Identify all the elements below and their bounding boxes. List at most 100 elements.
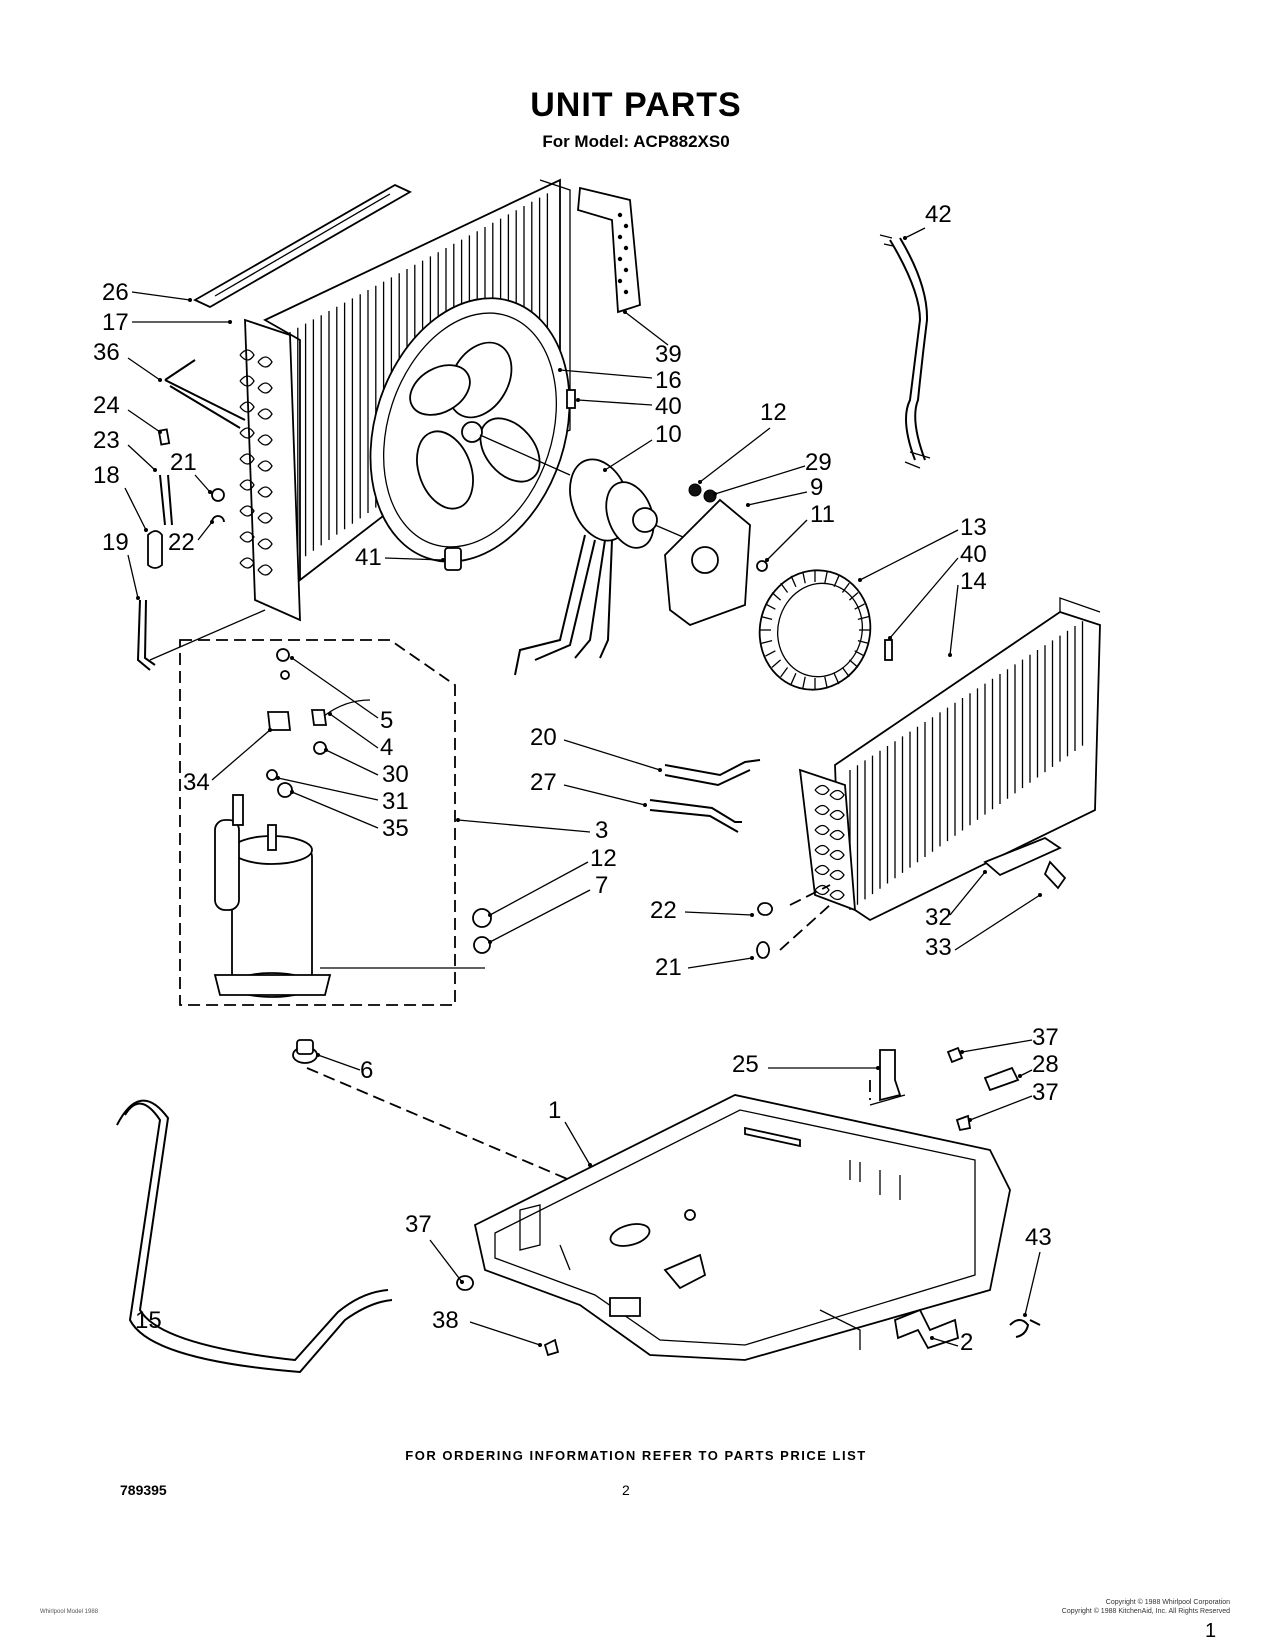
callout-30-label: 30 bbox=[382, 761, 409, 788]
callout-34-label: 34 bbox=[183, 769, 210, 796]
callout-43-arrowhead bbox=[1023, 1313, 1027, 1317]
callout-22-arrowhead bbox=[210, 520, 214, 524]
callout-17-label: 17 bbox=[102, 309, 129, 336]
callout-24-label: 24 bbox=[93, 392, 120, 419]
callout-13-leader bbox=[859, 529, 959, 581]
ordering-note: FOR ORDERING INFORMATION REFER TO PARTS … bbox=[405, 1448, 867, 1463]
compressor-assembly-drawing bbox=[179, 639, 492, 1006]
drain-tube-drawing bbox=[116, 1099, 393, 1374]
callout-37-arrowhead bbox=[460, 1280, 464, 1284]
copyright-line-2: Copyright © 1988 KitchenAid, Inc. All Ri… bbox=[1061, 1608, 1230, 1615]
callout-38-leader bbox=[469, 1321, 541, 1346]
callout-33-leader bbox=[954, 894, 1041, 951]
callout-21-arrowhead bbox=[750, 956, 754, 960]
callout-37-arrowhead bbox=[960, 1050, 964, 1054]
callout-31-label: 31 bbox=[382, 788, 409, 815]
callout-19-label: 19 bbox=[102, 529, 129, 556]
callout-22-label: 22 bbox=[650, 897, 677, 924]
callout-19-arrowhead bbox=[136, 596, 140, 600]
callout-1-leader bbox=[564, 1121, 591, 1166]
upper-right-small-parts bbox=[456, 1046, 1020, 1357]
callout-24-leader bbox=[127, 409, 161, 433]
clamps-right bbox=[756, 884, 831, 959]
callout-18-leader bbox=[124, 487, 147, 531]
callout-1-arrowhead bbox=[588, 1163, 592, 1167]
callout-30-leader bbox=[325, 749, 379, 776]
callout-7-label: 7 bbox=[595, 872, 608, 899]
callout-5-leader bbox=[291, 657, 379, 719]
callout-3-arrowhead bbox=[456, 818, 460, 822]
callout-11-label: 11 bbox=[810, 501, 835, 528]
callout-5-arrowhead bbox=[290, 656, 294, 660]
callout-6-leader bbox=[317, 1054, 361, 1071]
callout-29-label: 29 bbox=[805, 449, 832, 476]
callout-16-label: 16 bbox=[655, 367, 682, 394]
callout-4-arrowhead bbox=[328, 712, 332, 716]
callout-7-leader bbox=[489, 889, 591, 943]
callout-12-leader bbox=[699, 427, 771, 483]
callout-37-leader bbox=[961, 1039, 1033, 1053]
callout-27-arrowhead bbox=[643, 803, 647, 807]
callout-29-leader bbox=[714, 465, 806, 495]
callout-40-label: 40 bbox=[960, 541, 987, 568]
callout-39-label: 39 bbox=[655, 341, 682, 368]
callout-13-arrowhead bbox=[858, 578, 862, 582]
model-subtitle: For Model: ACP882XS0 bbox=[542, 132, 730, 151]
callout-42-arrowhead bbox=[903, 236, 907, 240]
callout-38-arrowhead bbox=[538, 1343, 542, 1347]
callout-25-label: 25 bbox=[732, 1051, 759, 1078]
left-fine-print: Whirlpool Model 1988 bbox=[40, 1609, 99, 1615]
callout-15-label: 15 bbox=[135, 1307, 162, 1334]
callout-30-arrowhead bbox=[324, 748, 328, 752]
callout-16-arrowhead bbox=[558, 368, 562, 372]
wire-harness-drawing bbox=[879, 234, 931, 469]
callout-11-leader bbox=[766, 519, 808, 561]
callout-26-leader bbox=[131, 291, 191, 301]
callout-18-arrowhead bbox=[144, 528, 148, 532]
callout-6-label: 6 bbox=[360, 1057, 373, 1084]
seal-39-drawing bbox=[577, 186, 641, 314]
callout-42-leader bbox=[904, 227, 926, 239]
callout-11-arrowhead bbox=[765, 558, 769, 562]
callout-40-arrowhead bbox=[888, 636, 892, 640]
callout-35-leader bbox=[291, 791, 379, 829]
callout-21-label: 21 bbox=[655, 954, 682, 981]
callout-28-label: 28 bbox=[1032, 1051, 1059, 1078]
callout-26-label: 26 bbox=[102, 279, 129, 306]
callout-24-arrowhead bbox=[158, 430, 162, 434]
callout-10-arrowhead bbox=[603, 468, 607, 472]
tubes-20-27 bbox=[649, 759, 761, 833]
base-pan-drawing bbox=[473, 1080, 1011, 1361]
callout-21-arrowhead bbox=[208, 490, 212, 494]
page-number: 2 bbox=[622, 1482, 630, 1498]
callout-21-leader bbox=[687, 957, 753, 969]
callout-20-leader bbox=[563, 739, 661, 771]
callout-22-arrowhead bbox=[750, 913, 754, 917]
fan-motor-drawing bbox=[514, 458, 768, 676]
callout-28-arrowhead bbox=[1018, 1074, 1022, 1078]
copyright-line-1: Copyright © 1988 Whirlpool Corporation bbox=[1105, 1599, 1230, 1606]
corner-mark: 1 bbox=[1205, 1620, 1217, 1642]
callout-2-leader bbox=[931, 1337, 959, 1347]
callout-3-leader bbox=[457, 819, 591, 833]
callout-40-leader bbox=[577, 399, 653, 406]
callout-33-label: 33 bbox=[925, 934, 952, 961]
shroud-fan-drawing bbox=[369, 297, 576, 571]
callout-1-label: 1 bbox=[548, 1097, 561, 1124]
callout-22-leader bbox=[684, 911, 753, 916]
callout-9-label: 9 bbox=[810, 474, 823, 501]
callout-14-label: 14 bbox=[960, 568, 987, 595]
callout-29-arrowhead bbox=[713, 492, 717, 496]
evaporator-coil-drawing bbox=[798, 597, 1101, 922]
callout-18-label: 18 bbox=[93, 462, 120, 489]
callout-37-label: 37 bbox=[405, 1211, 432, 1238]
callout-12-label: 12 bbox=[760, 399, 787, 426]
callout-43-leader bbox=[1024, 1251, 1041, 1316]
callout-21-leader bbox=[194, 474, 211, 493]
callout-9-arrowhead bbox=[746, 503, 750, 507]
blower-wheel-drawing bbox=[758, 569, 893, 691]
callout-12-arrowhead bbox=[488, 913, 492, 917]
callout-41-leader bbox=[384, 557, 444, 561]
callout-37-arrowhead bbox=[968, 1118, 972, 1122]
